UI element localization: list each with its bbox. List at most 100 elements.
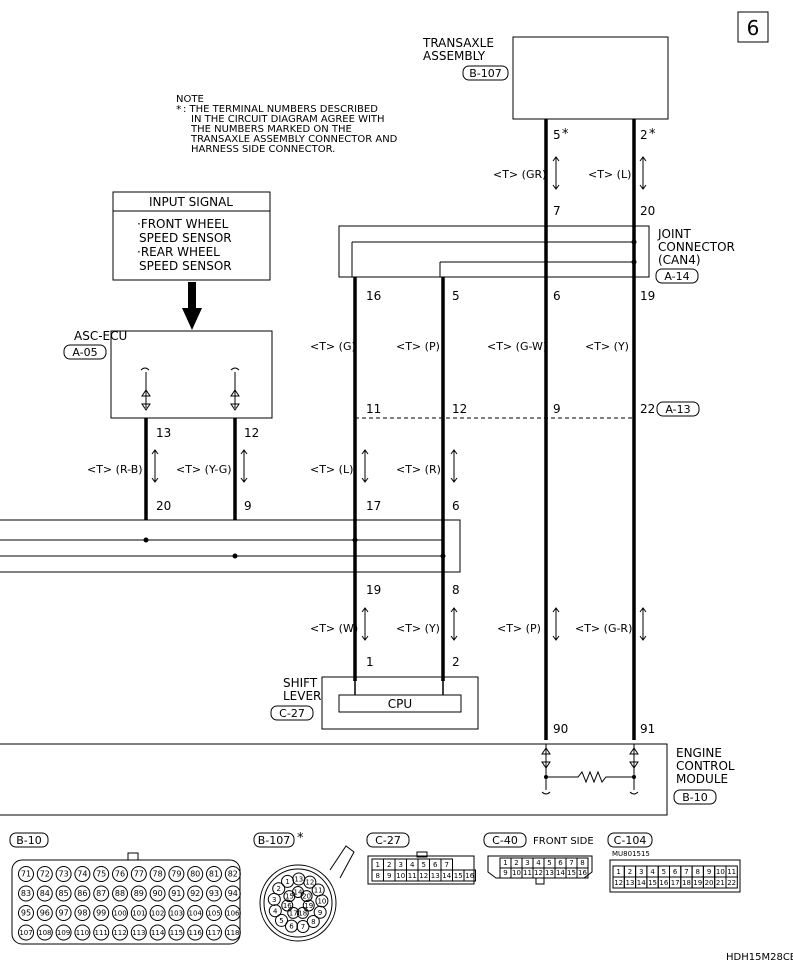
pin-number: 88 (115, 889, 125, 898)
pin-number: 108 (38, 929, 51, 937)
pin-number: 116 (189, 929, 203, 937)
wire-color-label: <T> (GR) (493, 168, 546, 181)
pin-label: 9 (244, 499, 252, 513)
note-heading: NOTE (176, 94, 204, 105)
pin-cavity (18, 905, 34, 921)
engine-control-module: 90 91 ENGINE CONTROL MODULE B-10 (0, 722, 735, 816)
pin-number: 7 (684, 868, 688, 876)
pin-number: 17 (289, 909, 298, 917)
joint-connector-tag: A-14 (664, 270, 689, 283)
pin-cavity (93, 905, 110, 921)
input-signal-line: ·REAR WHEEL (137, 245, 220, 259)
pin-cavity (296, 919, 310, 933)
pin-label: 12 (452, 402, 467, 416)
pin-cavity (168, 866, 185, 882)
pin-number: 14 (556, 869, 565, 877)
pin-number: 81 (209, 870, 219, 879)
pin-number: 9 (707, 868, 711, 876)
pin-cavity (306, 914, 320, 928)
connector-tag: C-27 (375, 834, 401, 847)
pin-cavity (224, 885, 241, 902)
pin-number: 12 (614, 879, 623, 887)
pin-number: 13 (294, 876, 303, 884)
connector-tag: C-40 (492, 834, 518, 847)
pin-number: 80 (190, 870, 200, 879)
pin-number: 79 (171, 870, 181, 879)
pin-label: 22 (640, 402, 655, 416)
input-signal-line: ·FRONT WHEEL (137, 217, 229, 231)
pin-label: 90 (553, 722, 568, 736)
shift-lever-name: LEVER (283, 689, 321, 703)
pin-number: 110 (76, 929, 89, 937)
joint-connector-name: CONNECTOR (658, 240, 735, 254)
pin-cavity (74, 905, 91, 921)
wire-color-label: <T> (W) (310, 622, 358, 635)
pin-number: 2 (514, 859, 518, 867)
pin-cavity (283, 890, 296, 903)
pin-label: 5 (452, 289, 460, 303)
pin-cavity (187, 924, 204, 941)
wire-color-label: <T> (L) (310, 463, 353, 476)
pin-number: 71 (21, 870, 31, 879)
pin-number: 14 (442, 872, 451, 880)
pin-label: 16 (366, 289, 381, 303)
pin-number: 5 (279, 917, 283, 925)
signal-arrow-head (182, 308, 202, 330)
wire-color-label: <T> (P) (396, 340, 440, 353)
pin-label: 5 (553, 128, 561, 142)
pin-cavity (18, 924, 34, 941)
pin-cavity (463, 869, 476, 882)
pin-number: 1 (285, 878, 289, 886)
pin-cavity (74, 866, 91, 882)
pin-number: 19 (693, 879, 702, 887)
pin-number: 86 (77, 889, 87, 898)
pin-label: 2 (452, 655, 460, 669)
star: * (562, 127, 569, 142)
joint-connector-box (338, 225, 650, 278)
pin-number: 16 (659, 879, 668, 887)
input-signal-line: SPEED SENSOR (139, 259, 232, 273)
figure-code: HDH15M28CB (726, 952, 793, 963)
pin-number: 76 (115, 870, 125, 879)
pin-cavity (206, 885, 222, 902)
cpu-label: CPU (388, 697, 412, 711)
pin-cavity (224, 905, 241, 921)
pin-cavity (36, 866, 53, 882)
pin-number: 5 (547, 859, 551, 867)
termination-resistor (546, 770, 634, 784)
pin-number: 100 (113, 910, 126, 918)
transaxle-tag: B-107 (469, 67, 502, 80)
pin-number: 95 (21, 909, 31, 918)
pin-number: 1 (503, 859, 507, 867)
pin-cavity (224, 924, 241, 941)
note-line: TRANSAXLE ASSEMBLY CONNECTOR AND (190, 134, 398, 145)
pin-number: 6 (289, 923, 294, 931)
pin-number: 8 (311, 918, 315, 926)
pin-cavity (187, 905, 204, 921)
wire-color-label: <T> (Y-G) (176, 463, 232, 476)
pin-number: 107 (19, 929, 32, 937)
pin-number: 5 (422, 861, 426, 869)
pin-number: 102 (151, 910, 164, 918)
note-line: IN THE CIRCUIT DIAGRAM AGREE WITH (191, 114, 385, 125)
pin-cavity (311, 883, 325, 897)
pin-number: 16 (283, 902, 292, 910)
pin-number: 106 (226, 910, 240, 918)
pin-cavity (130, 866, 147, 882)
pin-number: 3 (639, 868, 643, 876)
pin-number: 6 (673, 868, 678, 876)
pin-label: 1 (366, 655, 374, 669)
pin-number: 73 (59, 870, 69, 879)
pin-cavity (187, 885, 204, 902)
pin-number: 8 (696, 868, 700, 876)
pin-cavity (576, 867, 589, 879)
ecm-box (0, 743, 668, 816)
pin-cavity (206, 866, 222, 882)
ecm-name: MODULE (676, 772, 728, 786)
pin-number: 90 (153, 889, 163, 898)
wire-color-label: <T> (G-R) (575, 622, 632, 635)
pin-number: 103 (170, 910, 183, 918)
pin-label: 9 (553, 402, 561, 416)
pin-cavity (168, 924, 185, 941)
